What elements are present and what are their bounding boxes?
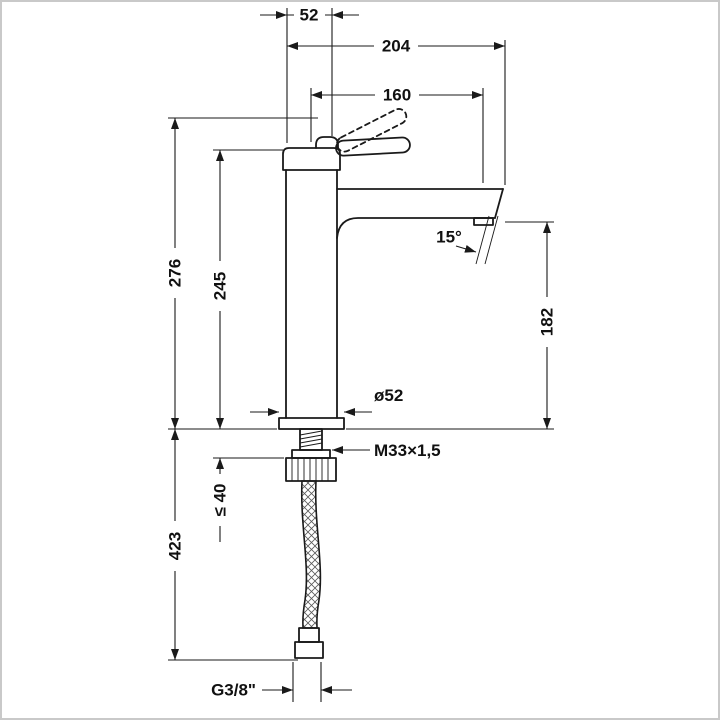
hose-connector	[294, 627, 324, 659]
faucet-lever	[335, 136, 411, 157]
dim-label-204: 204	[382, 37, 411, 56]
washer	[291, 449, 331, 459]
dim-supply-thread: G3/8"	[211, 681, 352, 700]
lever-pivot-boss	[315, 136, 339, 149]
dim-label-g38: G3/8"	[211, 681, 256, 700]
faucet-cap	[282, 147, 341, 171]
dim-top-width: 52	[260, 5, 359, 25]
dim-spout-reach: 160	[311, 85, 483, 105]
dim-label-dia52: ø52	[374, 386, 403, 405]
lever-dashed-position	[336, 108, 408, 153]
dim-label-m33: M33×1,5	[374, 441, 441, 460]
dim-label-15deg: 15°	[436, 228, 462, 247]
dim-label-52: 52	[300, 6, 319, 25]
faucet-drawing	[278, 108, 504, 659]
dim-label-182: 182	[538, 308, 557, 336]
dim-label-245: 245	[211, 272, 230, 300]
dim-total-projection: 204	[287, 36, 505, 56]
dim-label-max40: ≤ 40	[211, 484, 230, 517]
dim-outlet-height: 182	[536, 222, 558, 429]
dim-height-to-cap: 245	[209, 150, 231, 429]
dim-label-276: 276	[166, 259, 185, 287]
faucet-spout	[336, 188, 504, 239]
faucet-body	[285, 169, 338, 419]
supply-hose	[300, 480, 322, 629]
dim-spout-angle: 15°	[436, 228, 477, 253]
dim-height-total: 276	[164, 118, 186, 429]
dim-thread: M33×1,5	[332, 441, 441, 460]
aerator	[473, 217, 494, 226]
dim-label-160: 160	[383, 86, 411, 105]
dim-base-diameter: ø52	[250, 386, 403, 416]
dim-below-deck-height: 423	[164, 429, 186, 660]
mounting-nut	[285, 457, 337, 482]
stream-angle-lines	[475, 215, 499, 265]
threaded-shank	[299, 428, 323, 451]
extension-lines	[168, 8, 554, 702]
deck-flange	[278, 417, 345, 430]
dim-max-deck-thickness: ≤ 40	[209, 458, 231, 542]
dim-label-423: 423	[166, 532, 185, 560]
connector-nut	[294, 641, 324, 659]
